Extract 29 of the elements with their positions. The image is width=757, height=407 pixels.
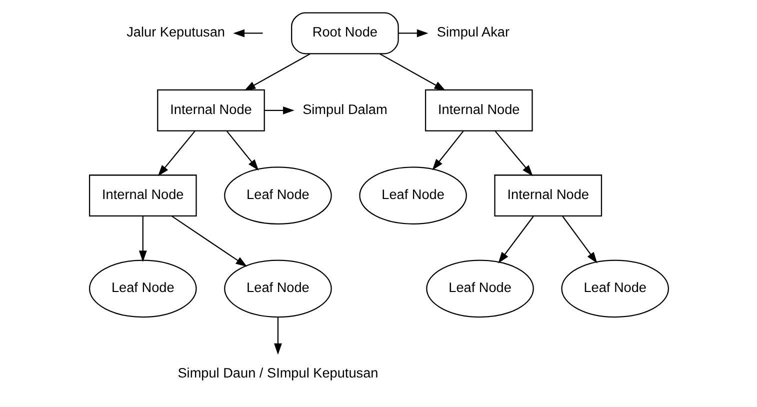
arrow [274,317,282,355]
arrow [494,130,532,176]
arrow [226,130,258,171]
node-ellipse: Leaf Node [560,260,669,318]
arrow [138,216,146,262]
arrow [232,29,262,38]
arrow [432,130,464,170]
node-ellipse: Leaf Node [224,166,332,224]
node-ellipse: Leaf Node [88,260,196,318]
arrow [379,53,446,91]
arrow [562,216,597,264]
node-box: Root Node [290,12,398,54]
node-text: Simpul Dalam [302,102,387,117]
node-text: Jalur Keputusan [126,24,224,40]
node-box: Internal Node [424,89,532,132]
arrow [264,106,294,114]
arrow [157,130,195,176]
node-box: Internal Node [156,89,264,132]
node-text: Simpul Akar [436,24,510,40]
node-text: Simpul Daun / SImpul Keputusan [177,365,378,380]
node-ellipse: Leaf Node [224,260,332,318]
arrow [171,216,247,267]
node-box: Internal Node [494,174,602,217]
arrow [398,29,428,38]
arrow [244,53,310,91]
node-box: Internal Node [88,174,196,217]
node-ellipse: Leaf Node [426,260,534,318]
node-ellipse: Leaf Node [358,166,466,224]
arrow [498,216,534,264]
